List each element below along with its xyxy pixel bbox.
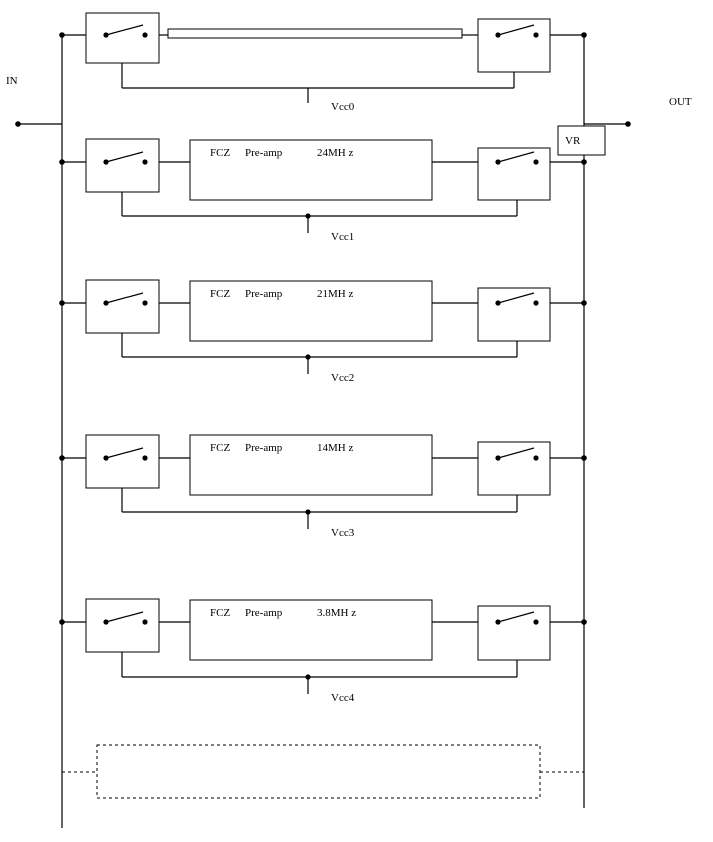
stage-1-vcc-label: Vcc1 bbox=[331, 231, 354, 243]
bypass-vcc-label: Vcc0 bbox=[331, 101, 355, 113]
bypass-line-block bbox=[167, 28, 463, 39]
bypass-output-switch-blade bbox=[497, 24, 535, 36]
stage-4-output-switch-box bbox=[477, 605, 551, 661]
stage-2-preamp-name: Pre-amp bbox=[245, 288, 283, 300]
stage-1-output-node bbox=[581, 159, 587, 165]
stage-4-output-switch-contact bbox=[533, 619, 539, 625]
placeholder-block bbox=[96, 744, 541, 799]
bypass-input-switch-blade bbox=[105, 24, 144, 36]
stage-4-preamp-block bbox=[189, 599, 433, 661]
stage-3-preamp-prefix: FCZ bbox=[210, 442, 230, 454]
stage-4-preamp-prefix: FCZ bbox=[210, 607, 230, 619]
stage-2-preamp-frequency: 21MH z bbox=[317, 288, 353, 300]
stage-2-input-switch-box bbox=[85, 279, 160, 334]
stage-1-preamp-frequency: 24MH z bbox=[317, 147, 353, 159]
stage-3-input-switch-contact bbox=[142, 455, 148, 461]
stage-3-input-switch-blade bbox=[105, 447, 144, 459]
stage-1-input-switch-box bbox=[85, 138, 160, 193]
stage-3-preamp-frequency: 14MH z bbox=[317, 442, 353, 454]
bypass-input-switch-box bbox=[85, 12, 160, 64]
stage-2-preamp-block bbox=[189, 280, 433, 342]
stage-1-output-switch-box bbox=[477, 147, 551, 201]
stage-1-output-switch-contact bbox=[533, 159, 539, 165]
stage-2-input-switch-blade bbox=[105, 292, 144, 304]
stage-2-output-switch-box bbox=[477, 287, 551, 342]
stage-1-input-switch-contact bbox=[142, 159, 148, 165]
stage-4-input-switch-contact bbox=[142, 619, 148, 625]
stage-1-preamp-block bbox=[189, 139, 433, 201]
stage-2-vcc-label: Vcc2 bbox=[331, 372, 354, 384]
bypass-output-switch-contact bbox=[533, 32, 539, 38]
stage-4-output-switch-blade bbox=[497, 611, 535, 623]
stage-3-preamp-name: Pre-amp bbox=[245, 442, 283, 454]
stage-3-output-switch-blade bbox=[497, 447, 535, 459]
stage-4-vcc-label: Vcc4 bbox=[331, 692, 355, 704]
stage-2-output-switch-contact bbox=[533, 300, 539, 306]
stage-4-output-node bbox=[581, 619, 587, 625]
input-terminal bbox=[15, 121, 21, 127]
output-label: OUT bbox=[669, 96, 692, 108]
vr-label: VR bbox=[565, 135, 581, 147]
output-terminal bbox=[625, 121, 631, 127]
bypass-input-switch-contact bbox=[142, 32, 148, 38]
bypass-output-node bbox=[581, 32, 587, 38]
stage-4-preamp-name: Pre-amp bbox=[245, 607, 283, 619]
stage-3-output-switch-box bbox=[477, 441, 551, 496]
stage-4-preamp-frequency: 3.8MH z bbox=[317, 607, 356, 619]
stage-3-vcc-label: Vcc3 bbox=[331, 527, 355, 539]
stage-4-input-switch-box bbox=[85, 598, 160, 653]
stage-2-preamp-prefix: FCZ bbox=[210, 288, 230, 300]
stage-1-preamp-prefix: FCZ bbox=[210, 147, 230, 159]
stage-2-input-switch-contact bbox=[142, 300, 148, 306]
stage-2-output-node bbox=[581, 300, 587, 306]
stage-1-output-switch-blade bbox=[497, 151, 535, 163]
vr-block bbox=[557, 125, 606, 156]
stage-4-input-switch-blade bbox=[105, 611, 144, 623]
bypass-output-switch-box bbox=[477, 18, 551, 73]
stage-3-output-switch-contact bbox=[533, 455, 539, 461]
stage-1-preamp-name: Pre-amp bbox=[245, 147, 283, 159]
stage-3-output-node bbox=[581, 455, 587, 461]
input-label: IN bbox=[6, 75, 18, 87]
stage-3-input-switch-box bbox=[85, 434, 160, 489]
stage-3-preamp-block bbox=[189, 434, 433, 496]
stage-2-output-switch-blade bbox=[497, 292, 535, 304]
stage-1-input-switch-blade bbox=[105, 151, 144, 163]
